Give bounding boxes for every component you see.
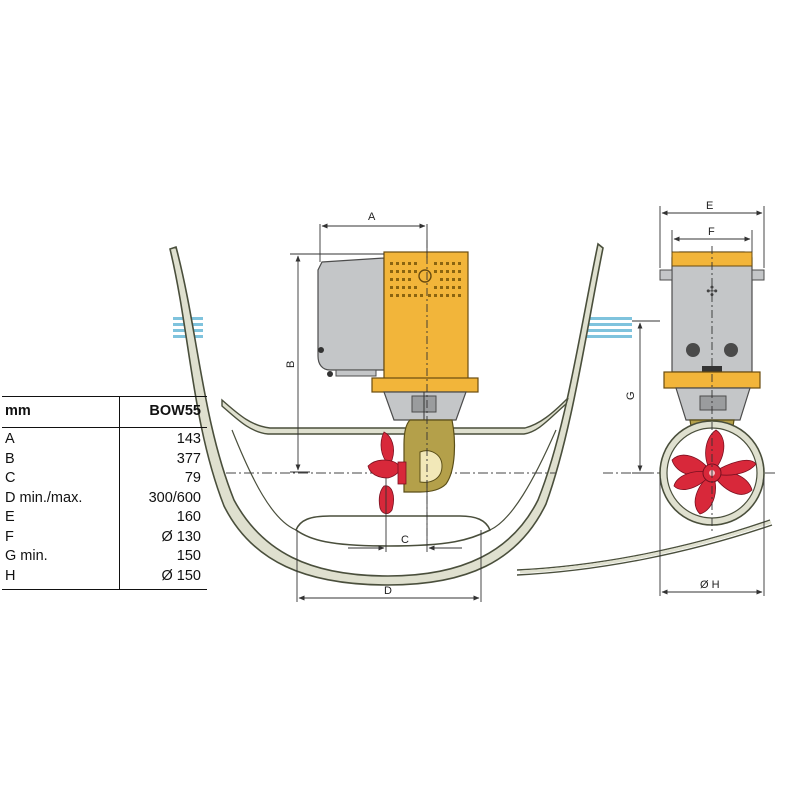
dim-label-d: D: [384, 585, 392, 597]
motor-vent-grid: [390, 262, 461, 297]
logo-icon: ✣: [706, 284, 718, 300]
hull-keel: [295, 515, 492, 547]
spec-value: 143: [119, 427, 207, 450]
spec-value: 377: [119, 449, 207, 469]
spec-label: D min./max.: [5, 489, 83, 506]
table-row: D min./max. 300/600: [2, 488, 207, 508]
hull-shell: [169, 242, 604, 586]
spec-label: F: [5, 528, 14, 545]
spec-value: 160: [119, 508, 207, 528]
dim-label-b: B: [285, 361, 297, 368]
motor-side-view: [317, 251, 479, 514]
spec-value: 79: [119, 469, 207, 489]
table-row: G min. 150: [2, 547, 207, 567]
propeller-side-view: [367, 431, 407, 514]
dim-label-g: G: [625, 391, 637, 400]
spec-label: E: [5, 509, 15, 525]
dim-label-f: F: [708, 226, 715, 238]
spec-header-unit: mm: [2, 396, 120, 428]
dimension-lines-right: [632, 206, 765, 596]
dim-label-e: E: [706, 200, 713, 212]
table-row: E 160: [2, 508, 207, 528]
spec-table: mm BOW55 A 143 B 377 C 79 D min./max. 30…: [2, 396, 207, 590]
spec-label: H: [2, 566, 120, 590]
table-row: F Ø 130: [2, 527, 207, 547]
dim-label-c: C: [401, 534, 409, 546]
spec-table-header: mm BOW55: [2, 396, 207, 428]
spec-label: G min.: [5, 548, 48, 564]
dimension-lines-left: [290, 223, 482, 602]
table-row: A 143: [2, 427, 207, 450]
propeller-front-view: [671, 429, 757, 515]
table-row: B 377: [2, 449, 207, 469]
spec-label: A: [5, 431, 15, 447]
table-row: H Ø 150: [2, 566, 207, 590]
dim-label-h: Ø H: [700, 579, 720, 591]
spec-label: B: [5, 450, 15, 467]
table-row: C 79: [2, 469, 207, 489]
spec-value: 300/600: [119, 488, 207, 508]
spec-value: Ø 130: [119, 527, 207, 547]
spec-value: Ø 150: [119, 566, 207, 590]
hull-inner-band: [221, 397, 569, 435]
hull-side-view: [169, 242, 632, 586]
spec-value: 150: [119, 547, 207, 567]
waterline-right: [586, 317, 632, 338]
spec-label: C: [5, 470, 16, 486]
spec-header-model: BOW55: [119, 396, 207, 428]
dim-label-a: A: [368, 211, 376, 223]
